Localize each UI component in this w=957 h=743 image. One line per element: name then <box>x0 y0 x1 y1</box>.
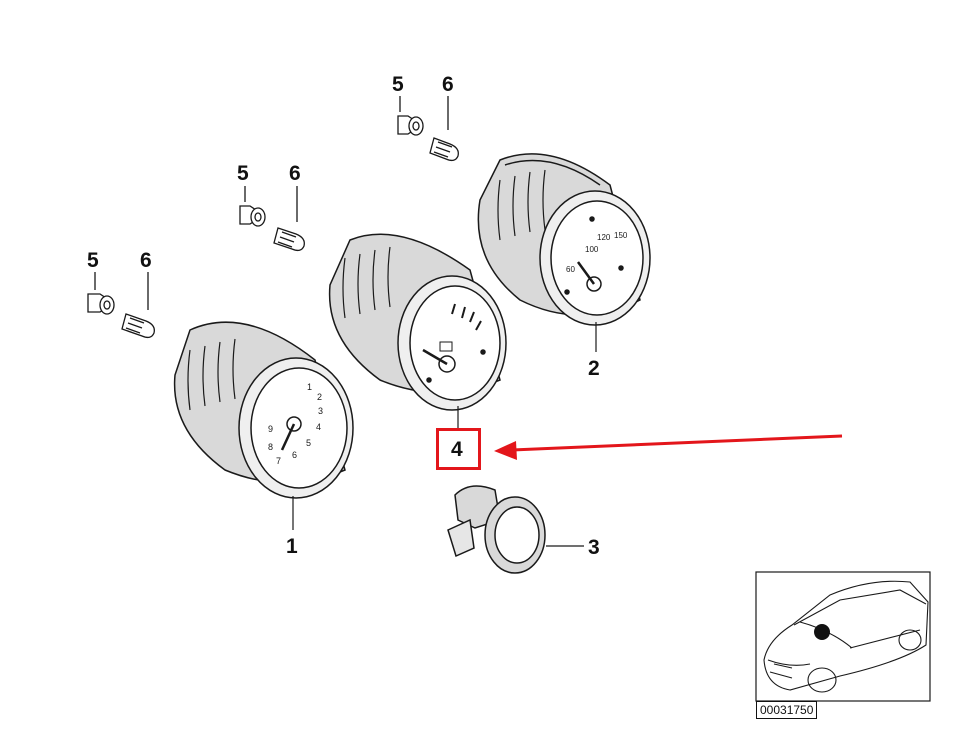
car-icon <box>763 580 929 693</box>
gauge-1 <box>173 321 354 499</box>
callout-2: 2 <box>588 357 600 380</box>
callout-3: 3 <box>588 536 600 559</box>
bulb-socket-5-mid <box>239 186 266 227</box>
gauge-1-tick: 7 <box>276 456 281 466</box>
bulb-6-top <box>429 96 459 162</box>
bulb-6-left <box>121 272 155 339</box>
bracket-3 <box>447 485 546 574</box>
car-location-inset <box>755 571 931 702</box>
callout-5: 5 <box>87 249 99 272</box>
gauge-2-tick: 100 <box>585 245 599 254</box>
gauge-2-tick: 120 <box>597 233 611 242</box>
callout-6: 6 <box>289 162 301 185</box>
callout-6: 6 <box>140 249 152 272</box>
gauge-1-tick: 5 <box>306 438 311 448</box>
gauge-2-tick: 60 <box>566 265 575 274</box>
bulb-socket-5-left <box>87 272 115 315</box>
gauge-2-tick: 150 <box>614 231 628 240</box>
gauge-4 <box>328 233 507 411</box>
gauge-1-tick: 2 <box>317 392 322 402</box>
gauge-location-marker <box>814 624 830 640</box>
callout-6: 6 <box>442 73 454 96</box>
gauge-1-tick: 6 <box>292 450 297 460</box>
highlight-arrow <box>494 434 843 460</box>
leader-lines <box>292 322 597 547</box>
reference-number: 00031750 <box>756 701 818 719</box>
gauge-1-tick: 8 <box>268 442 273 452</box>
callout-5: 5 <box>237 162 249 185</box>
callout-1: 1 <box>286 535 298 558</box>
gauge-1-tick: 1 <box>307 382 312 392</box>
bulb-6-mid <box>273 186 305 252</box>
gauge-1-tick: 9 <box>268 424 273 434</box>
highlight-box <box>436 428 481 470</box>
callout-4: 4 <box>451 438 463 461</box>
gauge-1-tick: 3 <box>318 406 323 416</box>
gauge-1-tick: 4 <box>316 422 321 432</box>
gauge-2 <box>477 153 651 326</box>
bulb-socket-5-top <box>397 96 424 136</box>
callout-5: 5 <box>392 73 404 96</box>
